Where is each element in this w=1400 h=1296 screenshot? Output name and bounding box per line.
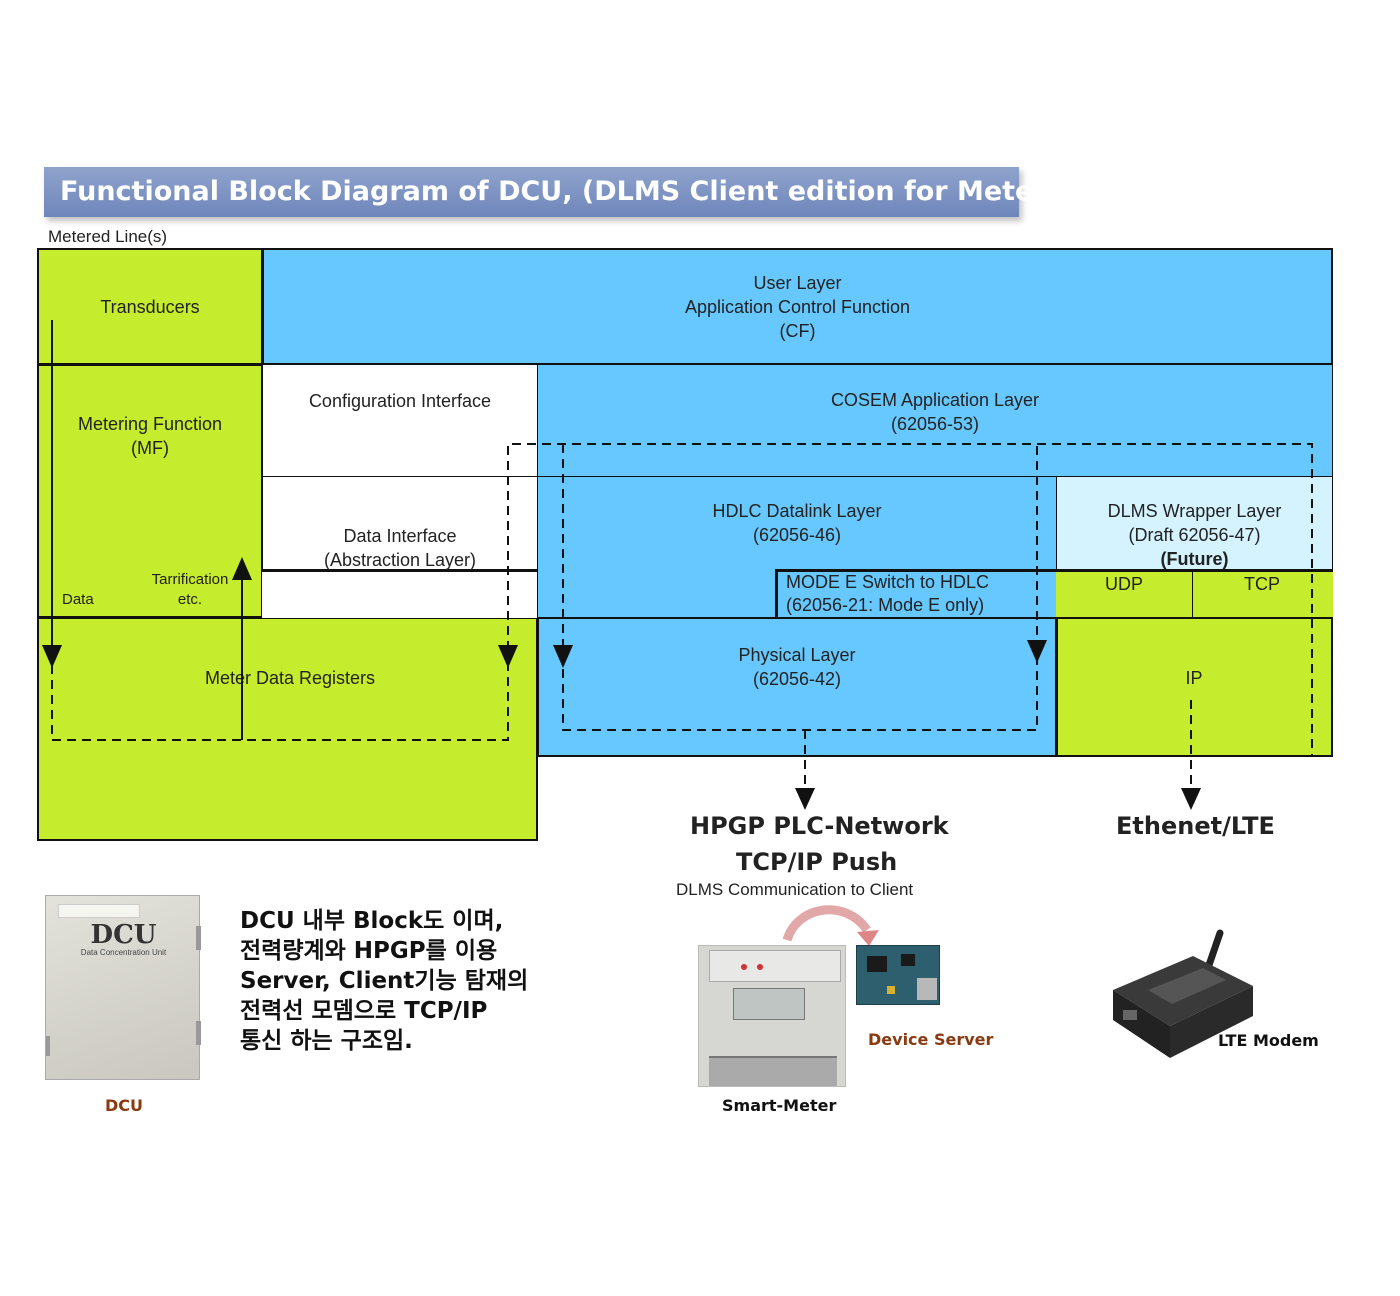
device-server-chip	[901, 954, 915, 966]
metering-function-label: Metering Function (MF)	[77, 414, 223, 458]
blank-interface-block	[262, 569, 538, 618]
arrowhead-hpgp	[795, 788, 815, 810]
physical-layer-label: Physical Layer (62056-42)	[738, 645, 856, 689]
tarrification-label: Tarrification etc.	[151, 571, 229, 608]
device-server-chip	[867, 956, 887, 972]
mode-e-switch-label: MODE E Switch to HDLC (62056-21: Mode E …	[786, 572, 990, 615]
metering-function-block	[37, 364, 263, 618]
dcu-photo-subtitle: Data Concentration Unit	[80, 948, 167, 957]
smart-meter-caption: Smart-Meter	[722, 1096, 837, 1115]
dcu-photo-hinge	[46, 1036, 50, 1056]
udp-label: UDP	[1104, 574, 1143, 594]
smart-meter-led	[741, 964, 747, 970]
lte-modem-photo	[1113, 929, 1253, 1058]
cosem-application-layer-label: COSEM Application Layer (62056-53)	[830, 390, 1040, 434]
transfer-arrow-icon	[782, 905, 879, 946]
hdlc-datalink-layer-label: HDLC Datalink Layer (62056-46)	[712, 501, 882, 545]
device-server-photo	[856, 945, 940, 1005]
data-label: Data	[62, 591, 94, 608]
arrowhead-ethernet	[1181, 788, 1201, 810]
dcu-photo-title: DCU	[90, 920, 157, 950]
dcu-caption: DCU	[105, 1096, 144, 1115]
dcu-photo: DCU Data Concentration Unit	[45, 895, 201, 1080]
dlms-communication-label: DLMS Communication to Client	[676, 880, 914, 899]
meter-data-registers-block	[37, 617, 538, 841]
metered-lines-label: Metered Line(s)	[48, 227, 168, 246]
diagram-title: Functional Block Diagram of DCU, (DLMS C…	[44, 167, 1075, 217]
configuration-interface-label: Configuration Interface	[308, 391, 492, 411]
smart-meter-top-panel	[709, 950, 841, 982]
configuration-interface-block	[262, 364, 538, 477]
ip-label: IP	[1185, 668, 1203, 688]
lte-modem-caption: LTE Modem	[1218, 1031, 1319, 1050]
meter-data-registers-label: Meter Data Registers	[204, 668, 376, 688]
dcu-photo-hinge	[196, 1021, 201, 1045]
smart-meter-led	[757, 964, 763, 970]
dcu-photo-sticker	[58, 904, 140, 918]
hpgp-network-label: HPGP PLC-Network	[690, 812, 949, 840]
user-layer-label: User Layer Application Control Function …	[684, 273, 911, 341]
transducers-block	[37, 248, 263, 365]
device-server-led	[887, 986, 895, 994]
tcp-label: TCP	[1244, 574, 1280, 594]
tcpip-push-label: TCP/IP Push	[736, 848, 898, 876]
device-server-connector	[917, 978, 937, 1000]
transducers-label: Transducers	[100, 297, 200, 317]
data-interface-label: Data Interface (Abstraction Layer)	[323, 526, 477, 570]
smart-meter-display	[733, 988, 805, 1020]
device-server-caption: Device Server	[868, 1030, 994, 1049]
dlms-wrapper-layer-label: DLMS Wrapper Layer (Draft 62056-47) (Fut…	[1107, 501, 1282, 569]
smart-meter-terminal-block	[709, 1056, 837, 1086]
dcu-photo-hinge	[196, 926, 201, 950]
user-layer-block	[262, 248, 1333, 365]
smart-meter-photo	[698, 945, 846, 1087]
data-interface-block	[262, 476, 538, 571]
description-text: DCU 내부 Block도 이며, 전력량계와 HPGP를 이용 Server,…	[240, 908, 529, 1054]
ethernet-lte-label: Ethenet/LTE	[1116, 812, 1275, 840]
